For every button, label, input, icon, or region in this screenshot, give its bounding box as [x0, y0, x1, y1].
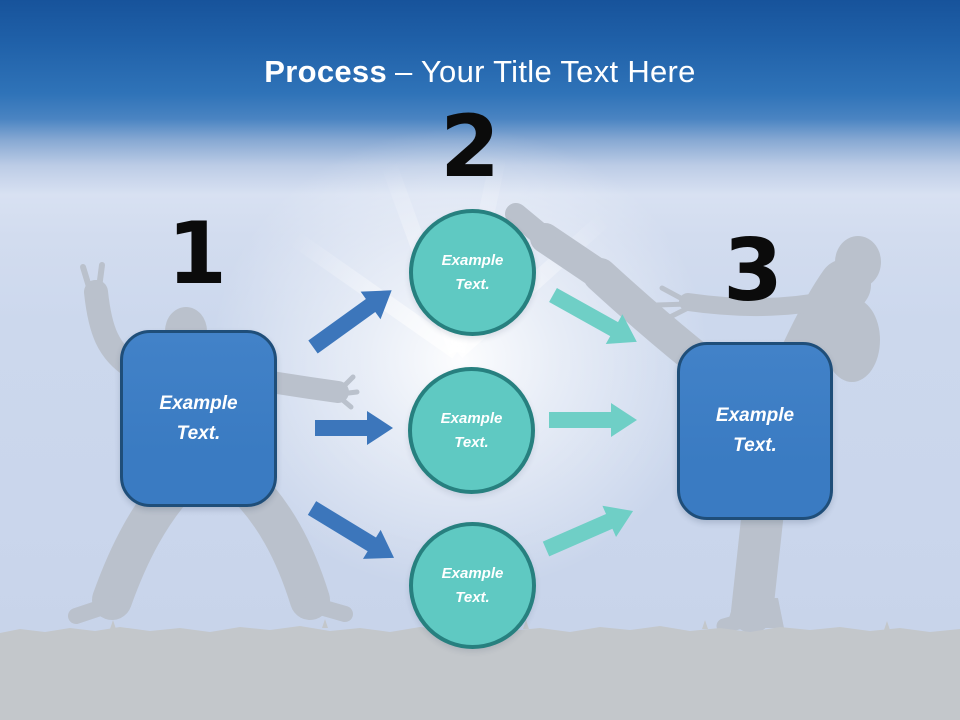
step2-circle-2-line2: Text. — [454, 433, 489, 451]
step1-box-label: Example Text. — [159, 389, 237, 449]
step-number-3: 3 — [723, 221, 783, 321]
step2-circle-1: Example Text. — [409, 209, 536, 336]
blue-arrow-down-icon — [307, 501, 395, 559]
step-number-1: 1 — [167, 204, 227, 304]
step2-circle-1-line1: Example — [441, 251, 504, 269]
teal-arrow-down-icon — [549, 288, 637, 344]
step1-box-label-line2: Text. — [176, 422, 221, 444]
step2-circle-2-line1: Example — [440, 409, 503, 427]
step2-circle-3-label: Example Text. — [442, 562, 504, 610]
step3-box: Example Text. — [677, 342, 833, 520]
step1-box-label-line1: Example — [159, 392, 238, 414]
step2-circle-1-line2: Text. — [455, 275, 490, 293]
step2-circle-1-label: Example Text. — [442, 249, 504, 297]
step2-circle-3-line1: Example — [441, 564, 504, 582]
step2-circle-2-label: Example Text. — [441, 407, 503, 455]
title-keyword: Process — [264, 54, 388, 89]
step3-box-label-line1: Example — [715, 405, 795, 426]
step2-circle-3: Example Text. — [409, 522, 536, 649]
step3-box-label: Example Text. — [716, 401, 794, 461]
step3-box-label-line2: Text. — [733, 435, 777, 456]
blue-arrow-up-icon — [308, 290, 392, 354]
teal-arrow-middle-icon — [549, 403, 637, 437]
slide-title: Process– Your Title Text Here — [0, 52, 960, 92]
title-subtitle: – Your Title Text Here — [395, 54, 696, 89]
blue-arrow-middle-icon — [315, 411, 393, 445]
step-number-2: 2 — [440, 97, 500, 197]
step2-circle-2: Example Text. — [408, 367, 535, 494]
step1-box: Example Text. — [120, 330, 277, 507]
step2-circle-3-line2: Text. — [455, 588, 490, 606]
teal-arrow-up-icon — [542, 505, 634, 557]
